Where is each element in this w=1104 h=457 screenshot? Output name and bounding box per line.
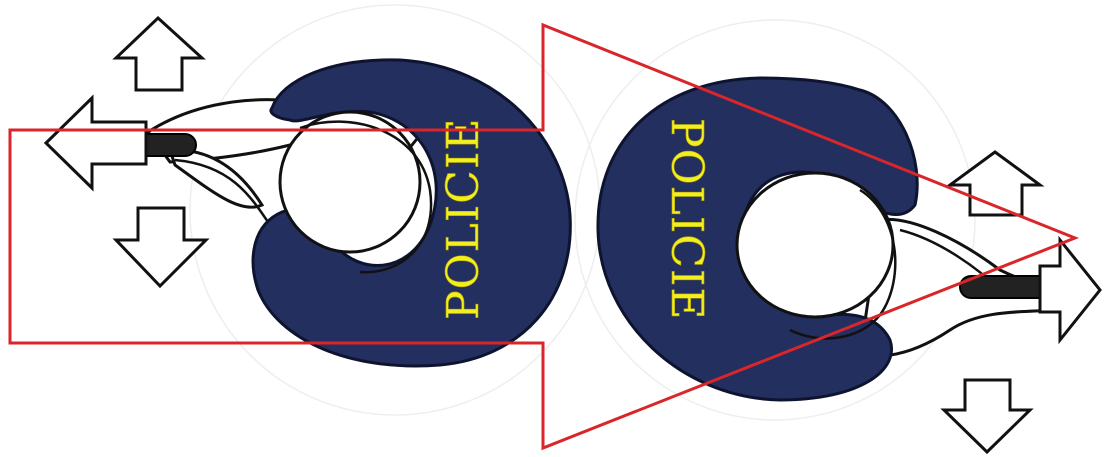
left-cuff-label: POLICIE xyxy=(438,118,489,320)
arrow-up-icon xyxy=(116,18,202,90)
left-cuff-link-inner xyxy=(170,150,262,207)
arrow-right-icon xyxy=(1040,240,1100,340)
arrow-down-icon xyxy=(944,380,1030,452)
left-cuff-ring xyxy=(280,112,420,252)
right-cuff: POLICIE xyxy=(598,78,1080,400)
arrow-left-icon xyxy=(46,98,146,188)
right-cuff-label: POLICIE xyxy=(661,118,712,320)
right-cuff-ring xyxy=(737,173,893,317)
arrow-down-icon xyxy=(116,208,206,286)
